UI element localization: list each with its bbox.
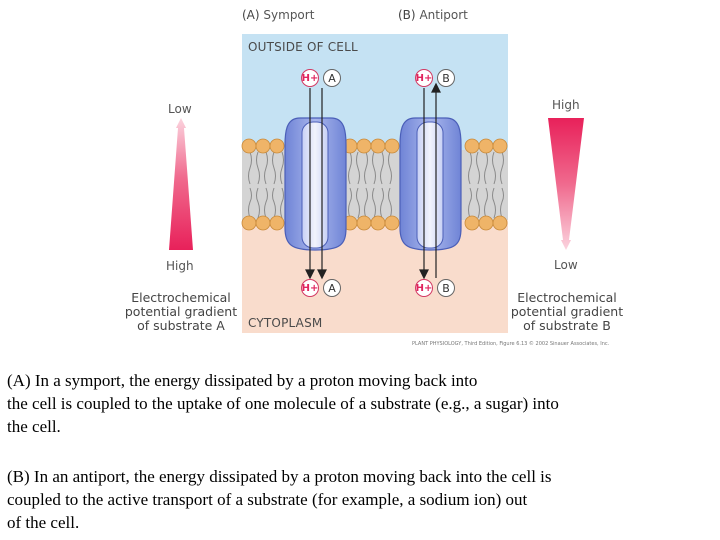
caption-line: (B) In an antiport, the energy dissipate… [7,467,552,486]
right-gradient-caption-line: of substrate B [523,318,611,333]
caption-line: (A) In a symport, the energy dissipated … [7,371,478,390]
lipid-heads-top [241,138,508,154]
lipid-heads-bottom [241,215,508,231]
symport-substrate-a-cytoplasm: A [323,279,341,297]
membrane-diagram [169,34,584,333]
panel-a-title: (A) Symport [242,8,314,22]
caption-paragraph-a: (A) In a symport, the energy dissipated … [7,369,707,438]
panel-b-word: Antiport [419,8,468,22]
lipid-tail-lines [248,151,504,219]
left-gradient-caption: Electrochemical potential gradient of su… [122,291,240,333]
panel-b-letter: (B) [398,8,416,22]
panel-b-title: (B) Antiport [398,8,468,22]
antiport-substrate-b-outside: B [437,69,455,87]
figure-credit: PLANT PHYSIOLOGY, Third Edition, Figure … [412,341,610,347]
left-gradient-high-label: High [166,259,194,273]
right-gradient-low-label: Low [554,258,578,272]
transport-arrows [305,82,441,280]
antiport-proton-outside: H+ [415,69,433,87]
caption-line: of the cell. [7,513,80,532]
caption-line: the cell. [7,417,61,436]
right-gradient-arrow [548,118,584,250]
antiport-protein [399,117,462,251]
right-gradient-high-label: High [552,98,580,112]
outside-of-cell-label: OUTSIDE OF CELL [248,40,358,54]
antiport-proton-cytoplasm: H+ [415,279,433,297]
panel-a-word: Symport [263,8,315,22]
panel-a-letter: (A) [242,8,260,22]
left-gradient-caption-line: of substrate A [137,318,225,333]
symport-protein [284,117,347,251]
left-gradient-caption-line: potential gradient [124,304,238,319]
caption-line: the cell is coupled to the uptake of one… [7,394,559,413]
caption-paragraph-b: (B) In an antiport, the energy dissipate… [7,465,707,534]
right-gradient-caption: Electrochemical potential gradient of su… [508,291,626,333]
left-gradient-arrow [169,118,193,250]
right-gradient-caption-line: Electrochemical [517,290,617,305]
caption-line: coupled to the active transport of a sub… [7,490,528,509]
right-gradient-caption-line: potential gradient [510,304,624,319]
left-gradient-low-label: Low [168,102,192,116]
antiport-substrate-b-cytoplasm: B [437,279,455,297]
left-gradient-caption-line: Electrochemical [131,290,231,305]
symport-proton-cytoplasm: H+ [301,279,319,297]
cytoplasm-label: CYTOPLASM [248,316,323,330]
symport-substrate-a-outside: A [323,69,341,87]
symport-proton-outside: H+ [301,69,319,87]
